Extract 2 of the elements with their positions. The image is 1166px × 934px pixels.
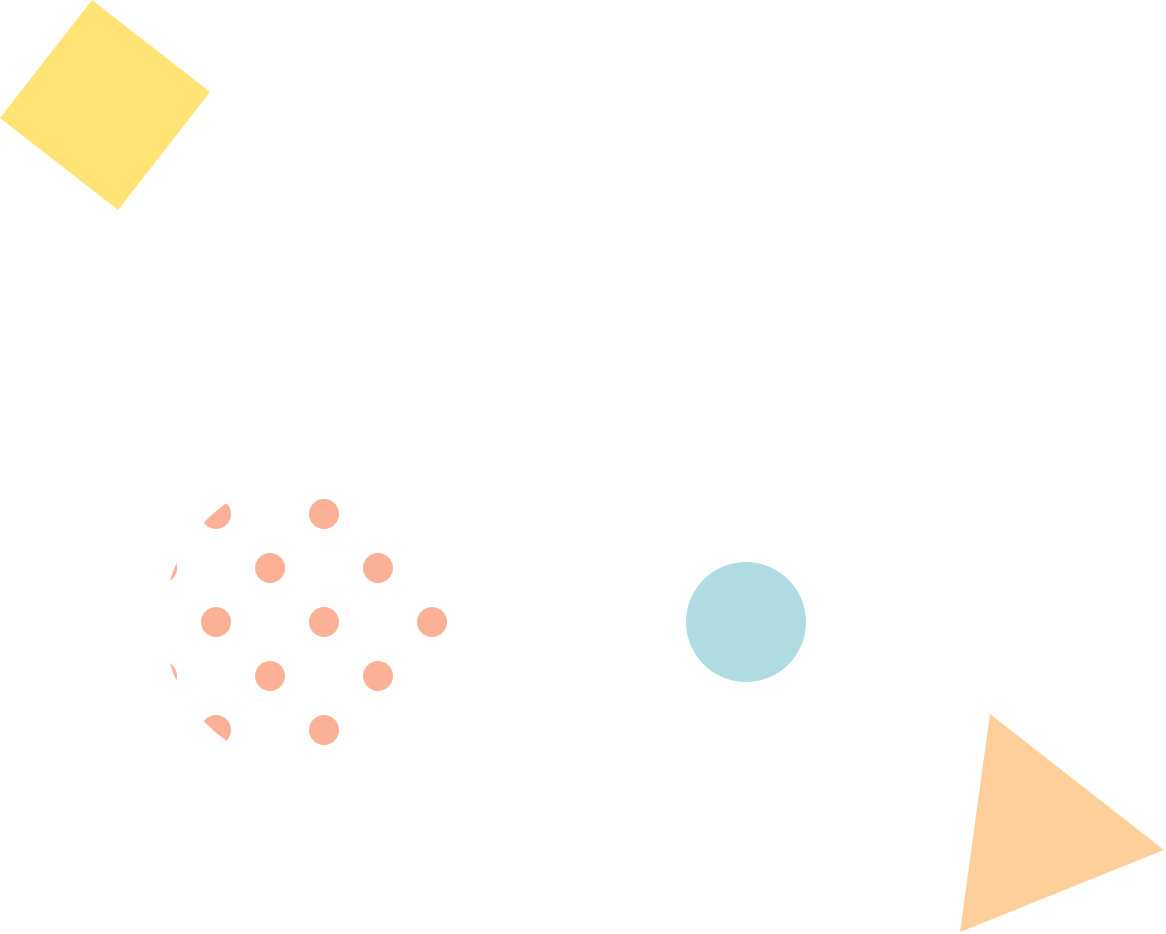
- circle-shape: [686, 562, 806, 682]
- triangle-shape: [960, 714, 1164, 932]
